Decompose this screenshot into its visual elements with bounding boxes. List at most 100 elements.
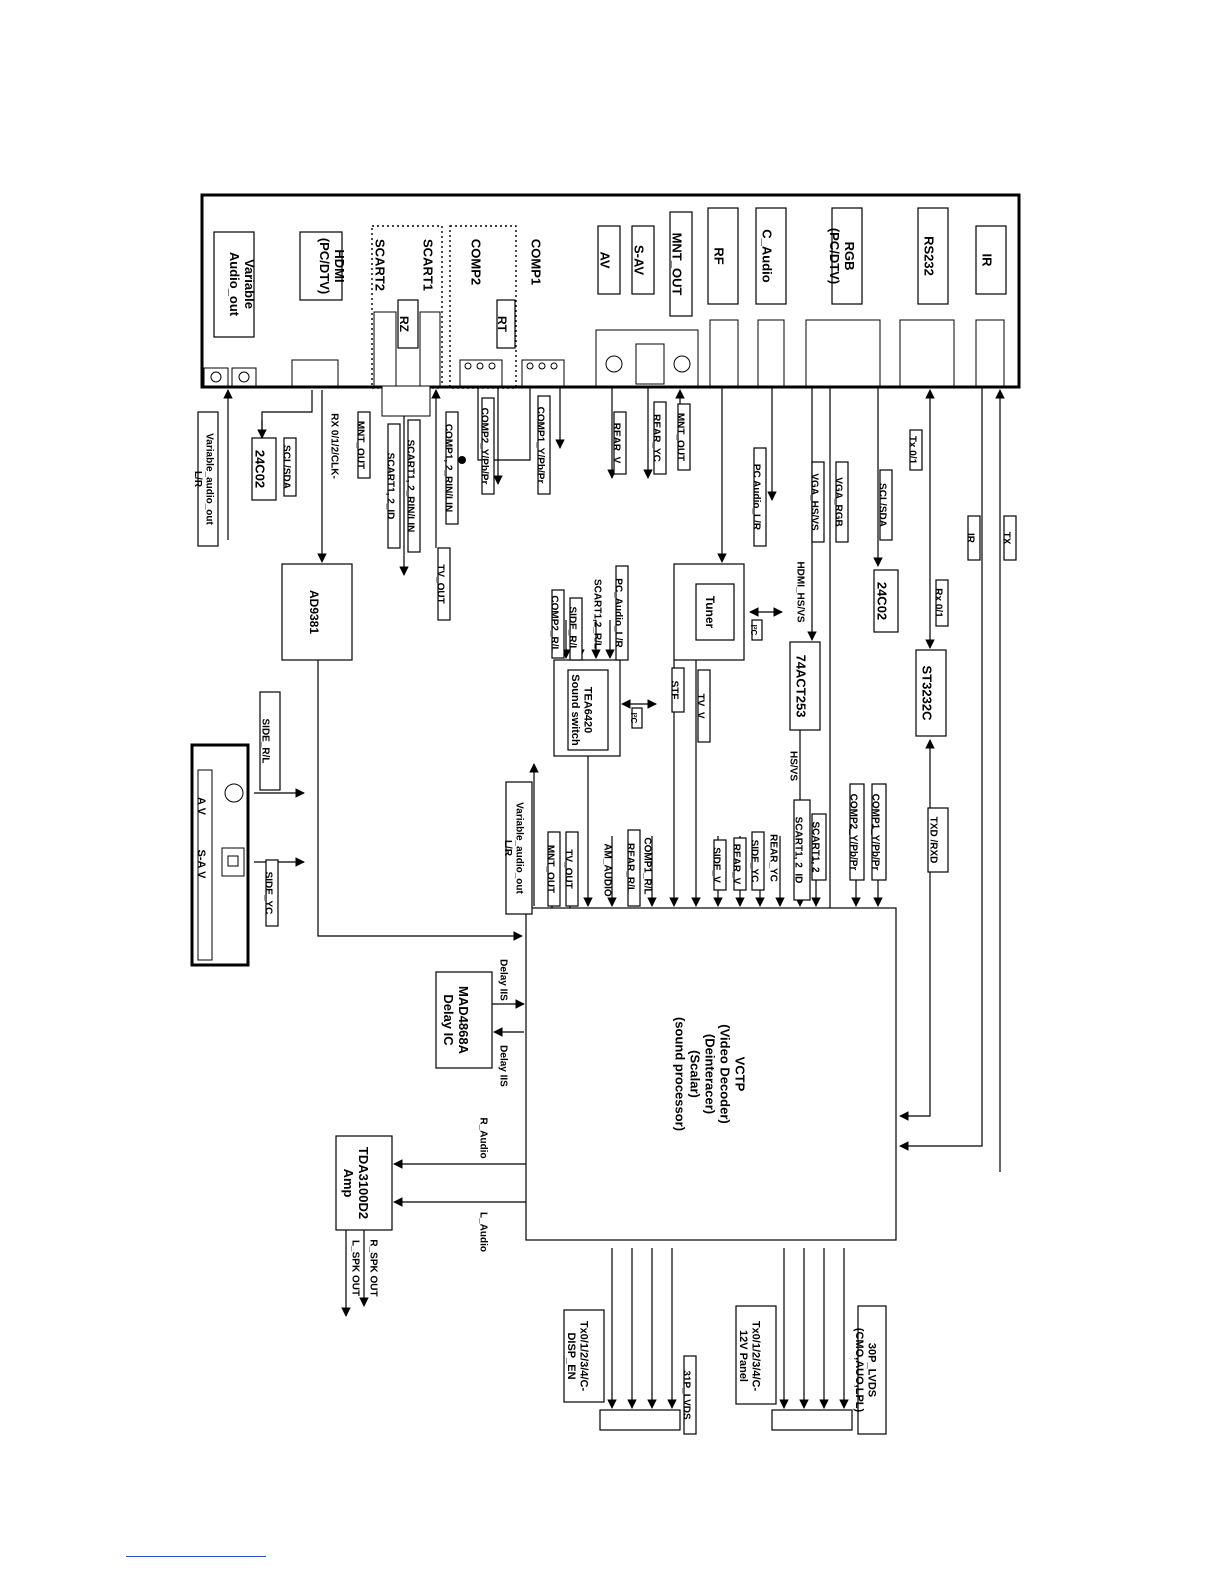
chip-vctp: VCTP(Video Decoder)(Deinteracer)(Scalar)… [525,907,897,1241]
svg-text:COMP1_Y/Pb/Pr: COMP1_Y/Pb/Pr [535,407,546,484]
svg-text:SCART1, 2_ID: SCART1, 2_ID [793,817,804,884]
connector-comp1: COMP1 [528,239,543,285]
footer-link-underline [126,1556,266,1557]
svg-text:COMP1, 2_RIN/LIN: COMP1, 2_RIN/LIN [443,424,454,512]
svg-text:R_Audio: R_Audio [478,1117,489,1158]
svg-text:SIDE_V: SIDE_V [711,847,722,883]
connector-mnt-out: MNT_OUT [669,211,693,317]
svg-text:VariableAudio_out: VariableAudio_out [227,252,257,317]
svg-text:30P_LVDS(CMO,AUO,LPL): 30P_LVDS(CMO,AUO,LPL) [853,1328,878,1413]
svg-text:24C02: 24C02 [874,582,889,620]
svg-text:S-A V: S-A V [195,850,207,880]
svg-text:RZ: RZ [397,316,411,332]
svg-text:HDMI_HS/VS: HDMI_HS/VS [795,561,806,622]
connector-rf: RF [707,207,739,387]
svg-text:IR: IR [965,533,976,544]
svg-text:TEA6420Sound switch: TEA6420Sound switch [569,674,594,746]
av-jack-block [595,329,699,387]
chip-tea6420: TEA6420Sound switch [553,659,621,757]
connector-comp2: COMP2 [468,239,483,285]
chip-mad4868a: MAD4868ADelay IC [435,971,493,1069]
svg-text:MNT_OUT: MNT_OUT [675,413,686,461]
svg-text:COMP1: COMP1 [528,239,543,285]
svg-text:REAR_YC: REAR_YC [768,834,779,882]
svg-text:MNT_OUT: MNT_OUT [355,421,366,469]
lvds-30p-connector: Tx0/1/2/3/4/C-12V Panel 30P_LVDS(CMO,AUO… [735,1305,887,1435]
svg-text:RX 0/1/2/CLK-: RX 0/1/2/CLK- [329,413,340,479]
connector-av: AV [597,225,621,295]
svg-text:AM_AUDIO: AM_AUDIO [602,843,613,897]
chip-st3232c: ST3232C [915,649,947,737]
svg-text:VGA_HS/VS: VGA_HS/VS [809,473,820,531]
svg-text:REAR_R/L: REAR_R/L [625,843,636,893]
svg-text:COMP1_R/L: COMP1_R/L [642,837,653,894]
svg-text:PC Audio_L/R: PC Audio_L/R [751,464,762,531]
comp-group-outline [449,225,517,389]
svg-text:S-AV: S-AV [631,245,646,275]
svg-text:RT: RT [495,316,509,333]
svg-text:PC_Audio_L/R: PC_Audio_L/R [613,578,624,648]
side-av-panel: A V S-A V [190,743,250,967]
svg-text:TV_OUT: TV_OUT [435,564,446,603]
svg-text:RGB(PC/DTV): RGB(PC/DTV) [827,228,857,284]
svg-text:TX: TX [1001,532,1012,545]
svg-text:74ACT253: 74ACT253 [793,655,808,718]
lvds-31p-connector: Tx0/1/2/3/4/C-DISP_EN [563,1309,681,1431]
svg-text:REAR_V: REAR_V [611,423,622,464]
svg-text:I²C: I²C [749,625,758,636]
svg-text:SCART1, 2_ID: SCART1, 2_ID [385,453,396,520]
svg-text:SIDE_R/L: SIDE_R/L [567,606,578,651]
connector-hdmi: HDMI(PC/DTV) [299,231,347,301]
svg-text:Rx 0/1: Rx 0/1 [933,588,944,618]
svg-text:L_SPK OUT: L_SPK OUT [350,1240,361,1296]
svg-text:COMP2: COMP2 [468,239,483,285]
svg-text:COMP2_Y/Pb/Pr: COMP2_Y/Pb/Pr [848,794,859,871]
svg-text:SIDE_YC: SIDE_YC [263,872,274,915]
chip-tuner: Tuner [673,563,745,661]
connector-rgb: RGB(PC/DTV) [805,207,881,387]
connector-rt: RT [459,299,565,387]
svg-text:SIDE_R/L: SIDE_R/L [260,718,271,763]
svg-text:VGA_RGB: VGA_RGB [833,477,844,526]
svg-text:Tuner: Tuner [703,596,717,629]
svg-text:Delay IIS: Delay IIS [498,959,509,1001]
svg-text:A V: A V [195,797,207,816]
svg-text:SCL/SDA: SCL/SDA [281,445,292,489]
svg-text:Tx 0/1: Tx 0/1 [907,436,918,465]
signal-labels: Variable_audio_outL/R SCL/SDA RX 0/1/2/C… [192,395,1017,1435]
svg-text:SCART1, 2_RIN/LIN: SCART1, 2_RIN/LIN [405,440,416,533]
chip-24c02-top: 24C02 [873,569,899,633]
svg-text:C_Audio: C_Audio [759,229,774,283]
svg-text:TDA3100D2Amp: TDA3100D2Amp [341,1147,371,1219]
svg-text:Variable_audio_outL/R: Variable_audio_outL/R [192,433,215,525]
svg-text:R_SPK OUT: R_SPK OUT [368,1239,379,1296]
svg-text:RS232: RS232 [921,236,936,276]
wires [223,388,1005,1409]
svg-text:COMP1_Y/Pb/Pr: COMP1_Y/Pb/Pr [870,794,881,871]
svg-text:TV_OUT: TV_OUT [563,849,574,888]
svg-text:ST3232C: ST3232C [919,666,934,722]
connector-rz: RZ [373,299,441,387]
connector-rs232: RS232 [899,207,955,387]
svg-text:MNT_OUT: MNT_OUT [669,233,684,296]
connector-scart2: SCART2 [372,239,387,291]
chip-tda3100d2: TDA3100D2Amp [335,1135,393,1231]
svg-text:L_Audio: L_Audio [478,1212,489,1252]
svg-text:HS/VS: HS/VS [788,751,799,781]
svg-text:SCART1, 2: SCART1, 2 [810,821,821,873]
chip-ad9381: AD9381 [281,563,353,661]
svg-text:VCTP(Video Decoder)(Deinterace: VCTP(Video Decoder)(Deinteracer)(Scalar)… [673,1017,748,1131]
svg-text:COMP2_R/L: COMP2_R/L [549,595,560,652]
svg-text:SCART1,2_R/L: SCART1,2_R/L [592,579,603,649]
rear-panel [200,193,1021,389]
connector-s-av: S-AV [631,225,655,295]
svg-text:REAR_V: REAR_V [731,844,742,885]
chip-24c02-left: 24C02 [251,437,277,501]
connector-variable-audio-out: VariableAudio_out [213,231,257,338]
svg-text:HDMI(PC/DTV): HDMI(PC/DTV) [317,238,347,294]
svg-text:TXD /RXD: TXD /RXD [928,817,939,864]
audio-out-jacks [203,359,431,417]
svg-text:MNT_OUT: MNT_OUT [545,845,556,893]
connector-ir: IR [975,225,1007,387]
